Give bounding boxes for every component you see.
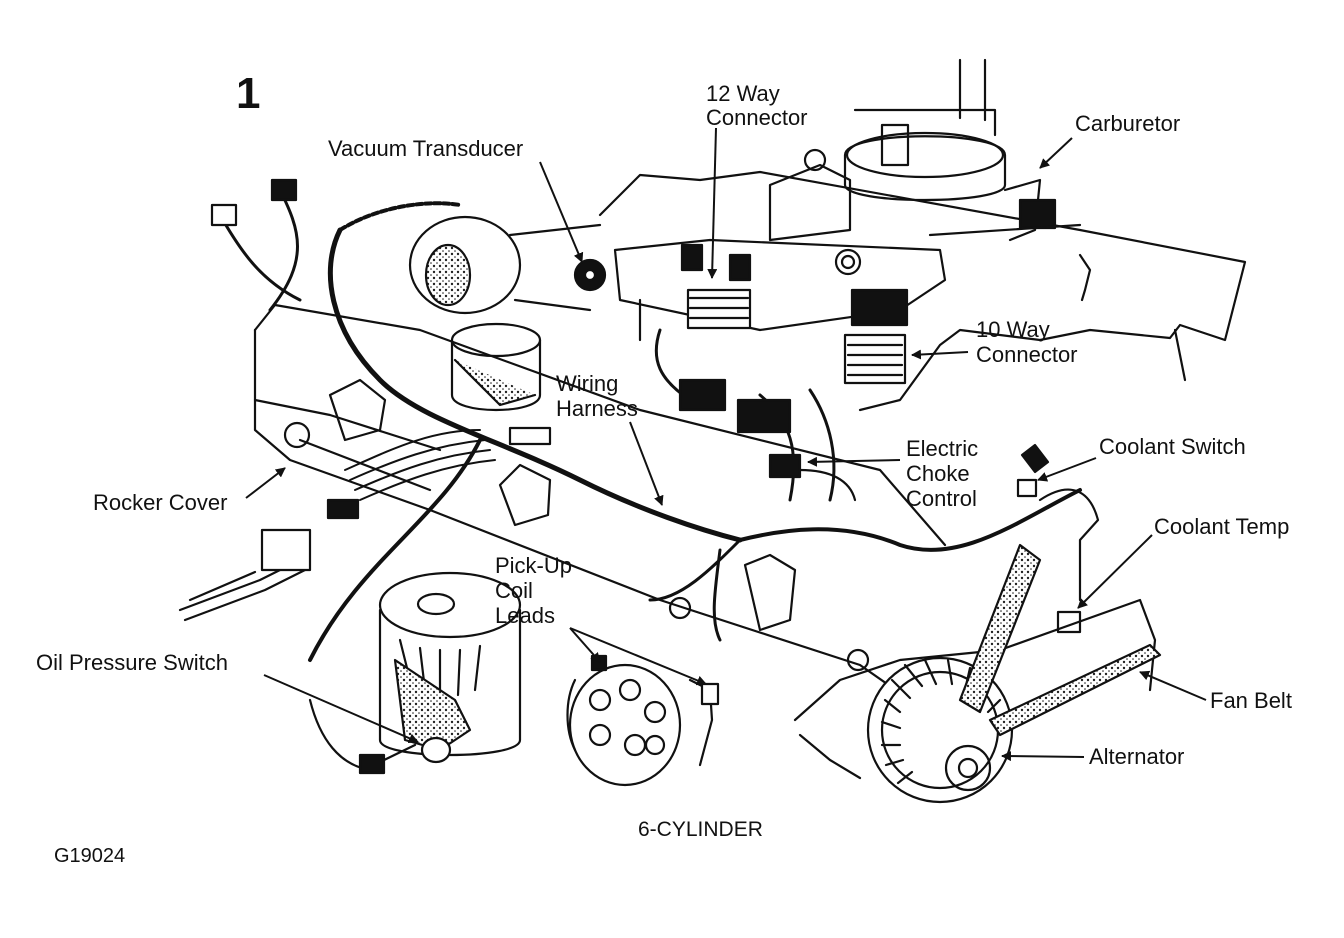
arrow-fan-belt — [1139, 670, 1207, 701]
arrow-pickup-coil-b — [569, 627, 707, 686]
label-carburetor: Carburetor — [1075, 111, 1181, 136]
wiring-harness-lines — [178, 178, 1082, 662]
carburetor-body — [768, 58, 1082, 276]
label-pickup-coil-line1: Pick-Up — [495, 553, 573, 578]
label-10-way-connector-line1: 10 Way — [976, 317, 1050, 342]
arrow-carburetor — [1039, 137, 1073, 169]
figure-id: G19024 — [54, 845, 126, 867]
arrow-coolant-switch — [1037, 457, 1097, 482]
label-wiring-harness-line2: Harness — [556, 396, 638, 421]
fan-belt-body — [958, 543, 1162, 737]
label-coolant-switch: Coolant Switch — [1099, 434, 1246, 459]
label-vacuum-transducer: Vacuum Transducer — [328, 136, 524, 161]
arrow-vacuum-transducer — [539, 161, 584, 263]
label-12-way-connector-line1: 12 Way — [706, 81, 780, 106]
arrow-pickup-coil-a — [569, 627, 601, 663]
ten-way-connector — [843, 288, 909, 385]
vacuum-transducer-body — [408, 215, 607, 315]
label-fan-belt: Fan Belt — [1210, 688, 1292, 713]
figure-caption: 6-CYLINDER — [638, 818, 763, 841]
oil-pressure-switch-body — [308, 698, 417, 775]
arrow-oil-pressure-switch — [263, 674, 419, 743]
twelve-way-connector — [680, 243, 752, 330]
oil-filter — [378, 571, 522, 764]
arrow-electric-choke — [807, 456, 901, 467]
canister — [450, 322, 542, 412]
label-pickup-coil-line3: Leads — [495, 603, 555, 628]
label-electric-choke-line1: Electric — [906, 436, 979, 461]
coolant-switch-body — [1016, 443, 1100, 602]
electric-choke-body — [768, 453, 857, 502]
label-10-way-connector-line2: Connector — [976, 342, 1078, 367]
arrow-10-way-connector — [911, 349, 969, 360]
intake-manifold — [598, 170, 1247, 412]
arrow-coolant-temp — [1077, 534, 1153, 609]
arrow-rocker-cover — [245, 467, 286, 499]
arrow-12-way-connector — [707, 127, 718, 279]
arrow-alternator — [1001, 751, 1085, 762]
arrow-wiring-harness — [629, 421, 664, 506]
label-electric-choke-line2: Choke — [906, 461, 970, 486]
label-oil-pressure-switch: Oil Pressure Switch — [36, 650, 228, 675]
label-12-way-connector-line2: Connector — [706, 105, 808, 130]
label-rocker-cover: Rocker Cover — [93, 490, 228, 515]
distributor — [566, 654, 720, 787]
label-wiring-harness-line1: Wiring — [556, 371, 619, 396]
label-coolant-temp: Coolant Temp — [1154, 514, 1290, 539]
label-electric-choke-line3: Control — [906, 486, 977, 511]
label-pickup-coil-line2: Coil — [495, 578, 533, 603]
figure-number: 1 — [236, 69, 261, 118]
label-alternator: Alternator — [1089, 744, 1185, 769]
